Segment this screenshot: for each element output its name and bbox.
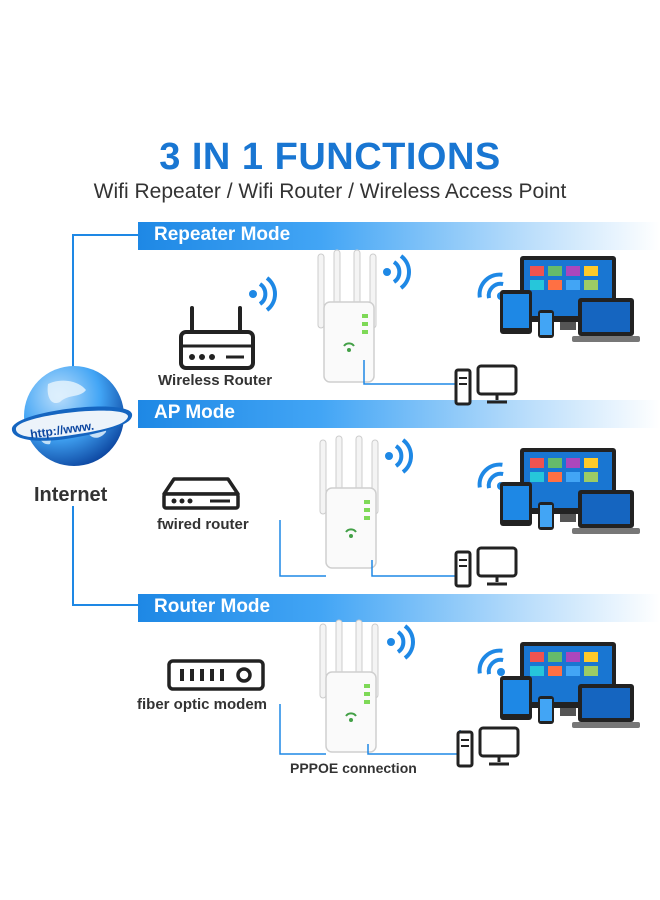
ethernet-cable xyxy=(279,520,460,577)
desktop-pc-icon xyxy=(456,726,520,768)
wireless-router-icon xyxy=(179,306,255,370)
internet-line-lower xyxy=(72,506,74,606)
connection-label: PPPOE connection xyxy=(290,760,417,776)
wifi-signal-icon xyxy=(385,438,413,474)
wifi-signal-icon xyxy=(387,624,415,660)
wired-router-icon xyxy=(162,477,240,510)
band-label: Repeater Mode xyxy=(154,224,291,245)
internet-line-bottom xyxy=(72,604,138,606)
desktop-pc-icon xyxy=(454,364,518,406)
band-repeater-mode: Repeater Mode xyxy=(138,222,660,250)
band-router-mode: Router Mode xyxy=(138,594,660,622)
extender-icon xyxy=(319,619,379,753)
devices-icon xyxy=(500,448,640,534)
source-label: fiber optic modem xyxy=(137,696,268,713)
ethernet-cable xyxy=(363,360,460,385)
fiber-modem-icon xyxy=(167,659,265,691)
page-subtitle: Wifi Repeater / Wifi Router / Wireless A… xyxy=(93,180,567,203)
internet-line-upper xyxy=(72,234,74,370)
wifi-signal-icon xyxy=(477,648,505,676)
wifi-signal-icon xyxy=(383,254,411,290)
wifi-signal-icon xyxy=(249,276,277,312)
internet-label: Internet xyxy=(34,484,108,506)
internet-line-top xyxy=(72,234,138,236)
band-ap-mode: AP Mode xyxy=(138,400,660,428)
page-title: 3 IN 1 FUNCTIONS xyxy=(159,136,501,178)
globe-icon xyxy=(11,366,133,466)
source-label: Wireless Router xyxy=(158,372,273,389)
source-label: fwired router xyxy=(157,516,249,533)
band-label: Router Mode xyxy=(154,596,271,617)
devices-icon xyxy=(500,642,640,728)
band-label: AP Mode xyxy=(154,402,235,423)
desktop-pc-icon xyxy=(454,546,518,588)
extender-icon xyxy=(319,435,379,569)
extender-icon xyxy=(317,249,377,383)
devices-icon xyxy=(500,256,640,342)
ethernet-cable xyxy=(279,704,461,755)
